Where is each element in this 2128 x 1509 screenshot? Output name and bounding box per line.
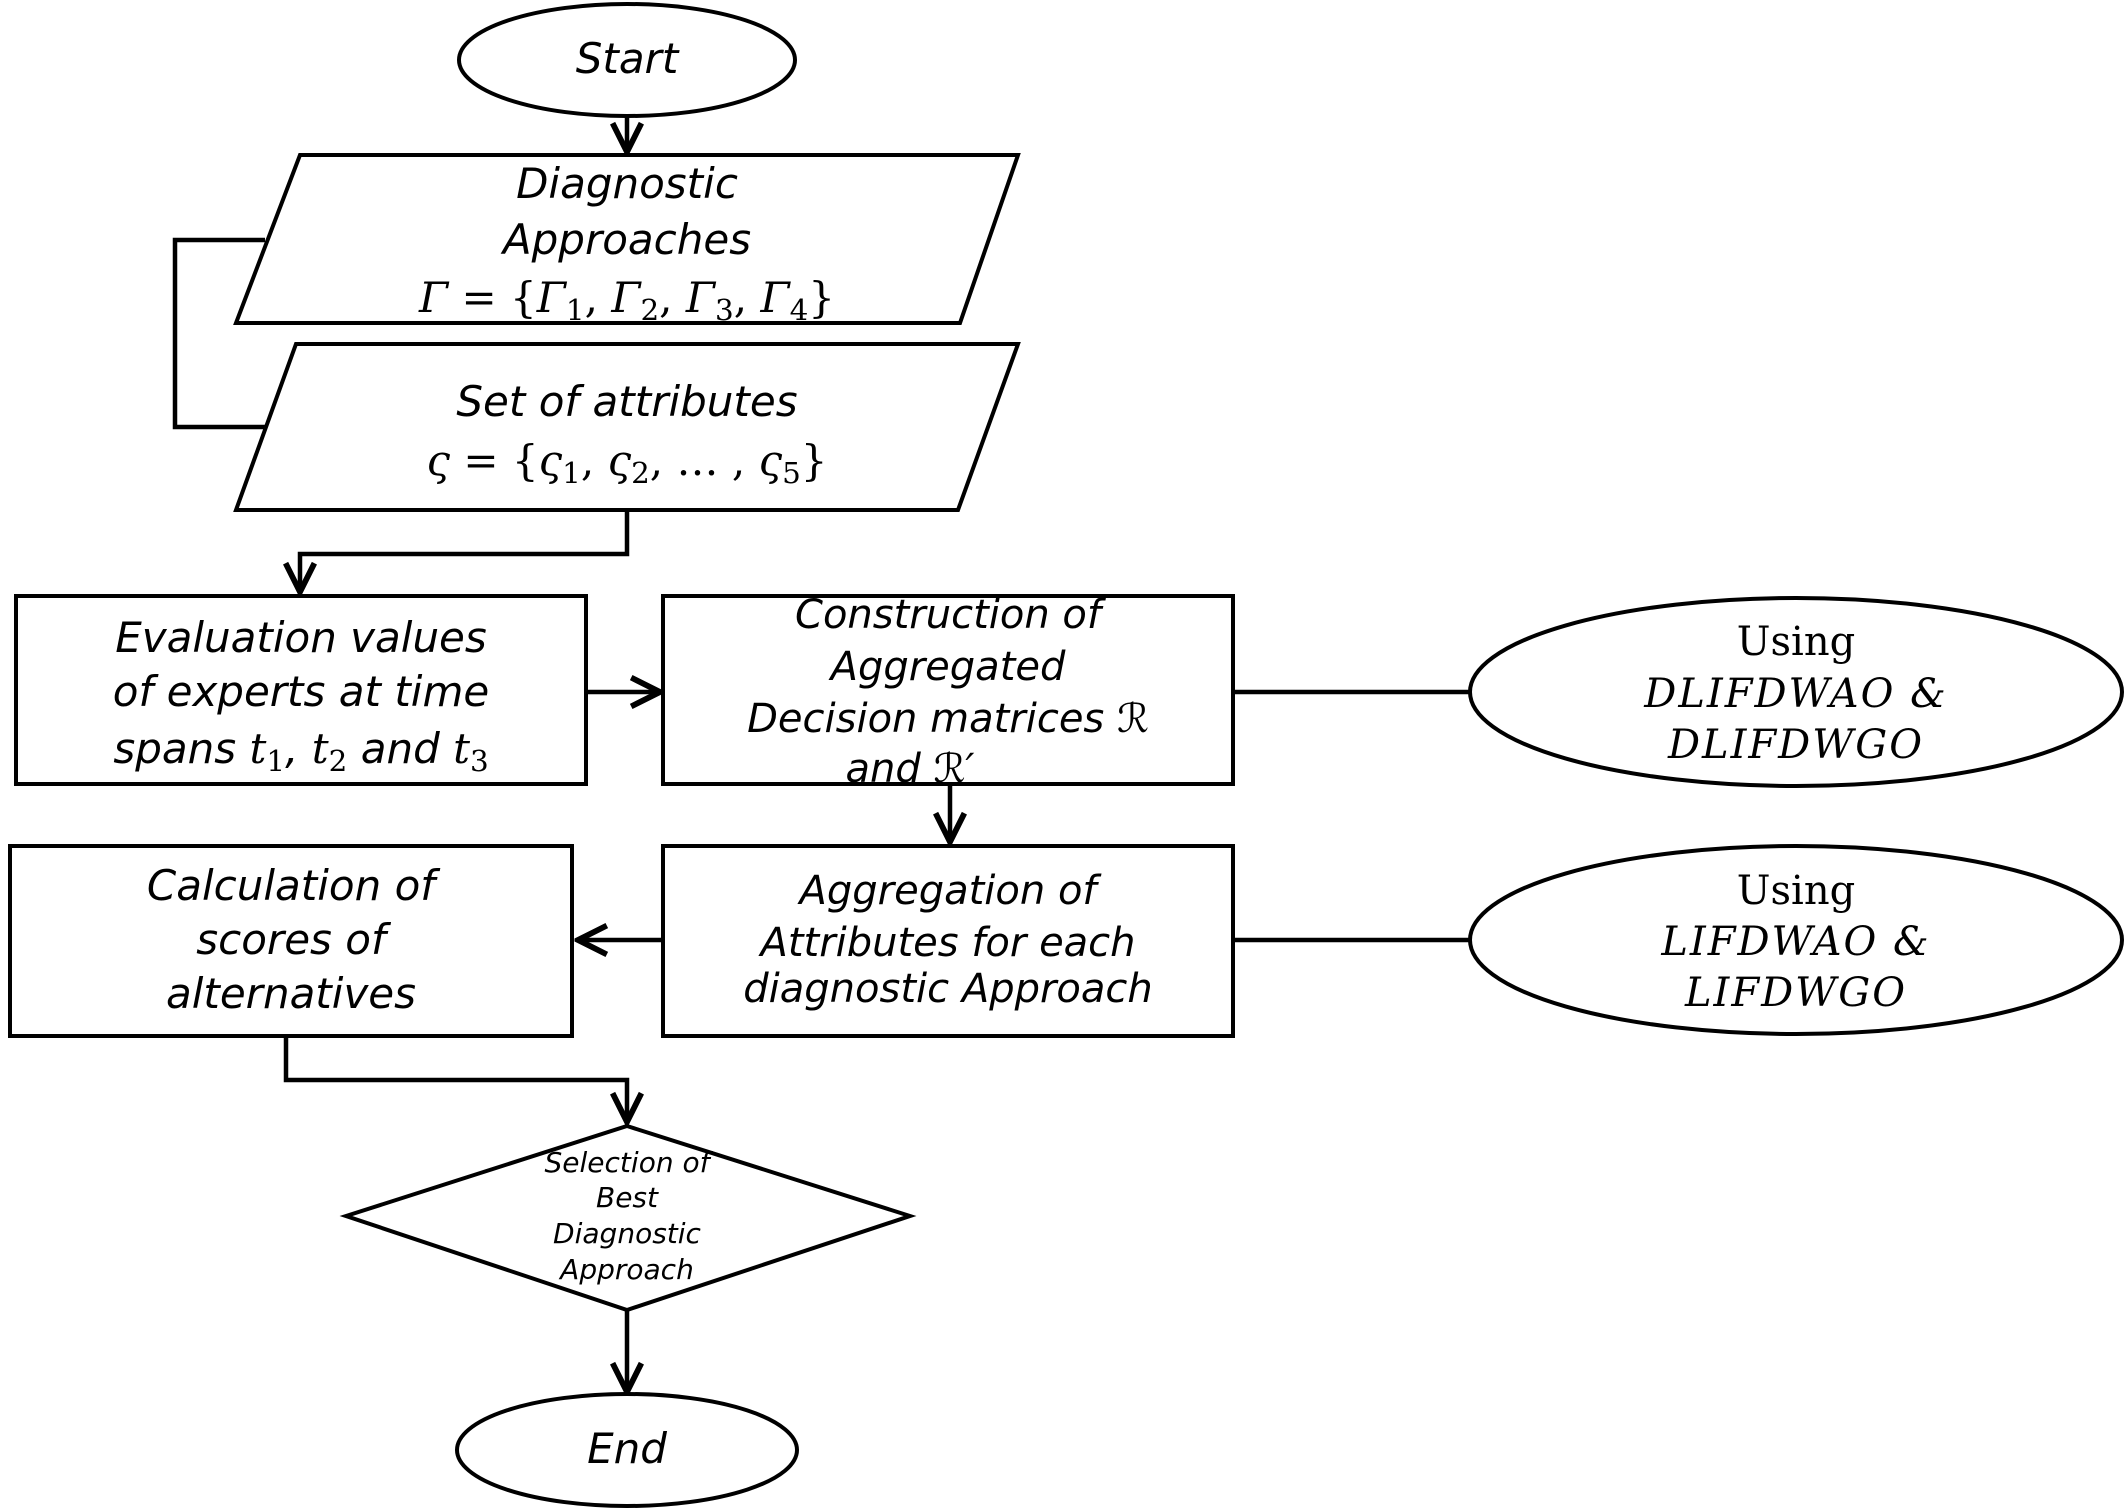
set-of-attributes-node: Set of attributes ς = {ς1, ς2, … , ς5}	[233, 342, 1021, 512]
calculation-line1: Calculation of	[147, 861, 441, 910]
evaluation-values-node: Evaluation values of experts at time spa…	[14, 594, 588, 786]
using2-line2: LIFDWAO &	[1660, 919, 1930, 965]
evaluation-line2: of experts at time	[113, 667, 489, 716]
evaluation-line3: spans t1, t2 and t3	[113, 724, 488, 778]
attributes-line1: Set of attributes	[456, 377, 797, 426]
construction-line4: and ℛ′	[846, 746, 975, 792]
aggregation-line1: Aggregation of	[797, 868, 1103, 914]
using1-line1: Using	[1737, 619, 1855, 665]
edge-calculation-to-selection	[283, 1038, 627, 1122]
aggregation-node: Aggregation of Attributes for each diagn…	[661, 844, 1235, 1038]
edge-approaches-attributes-bracket	[172, 237, 265, 430]
approaches-set-formula: Γ = {Γ1, Γ2, Γ3, Γ4}	[418, 273, 835, 327]
attributes-set-formula: ς = {ς1, ς2, … , ς5}	[426, 436, 827, 490]
construction-line3: Decision matrices ℛ	[747, 696, 1149, 742]
using2-line3: LIFDWGO	[1684, 970, 1907, 1016]
selection-decision-node: Selection of Best Diagnostic Approach	[339, 1123, 917, 1313]
using-dlifd-node: Using DLIFDWAO & DLIFDWGO	[1468, 596, 2124, 788]
diagnostic-approaches-node: Diagnostic Approaches Γ = {Γ1, Γ2, Γ3, Γ…	[233, 153, 1021, 327]
using-lifd-node: Using LIFDWAO & LIFDWGO	[1468, 844, 2124, 1036]
end-label: End	[587, 1424, 667, 1473]
selection-line1: Selection of	[545, 1146, 714, 1179]
selection-line2: Best	[596, 1181, 659, 1214]
edges	[172, 116, 1470, 1392]
selection-line4: Approach	[558, 1253, 694, 1286]
end-node: End	[455, 1392, 799, 1508]
start-node: Start	[457, 2, 797, 118]
approaches-line2: Approaches	[500, 215, 751, 264]
using1-line3: DLIFDWGO	[1667, 722, 1924, 768]
calculation-line3: alternatives	[166, 969, 416, 1018]
construction-node: Construction of Aggregated Decision matr…	[661, 592, 1235, 792]
evaluation-line1: Evaluation values	[115, 613, 487, 662]
using1-line2: DLIFDWAO &	[1643, 671, 1947, 717]
aggregation-line3: diagnostic Approach	[743, 966, 1153, 1012]
calculation-node: Calculation of scores of alternatives	[8, 844, 574, 1038]
construction-line2: Aggregated	[828, 644, 1066, 690]
start-label: Start	[576, 34, 680, 83]
aggregation-line2: Attributes for each	[757, 920, 1135, 966]
construction-line1: Construction of	[795, 592, 1107, 638]
approaches-line1: Diagnostic	[516, 159, 738, 208]
using2-line1: Using	[1737, 868, 1855, 914]
selection-line3: Diagnostic	[553, 1217, 701, 1250]
calculation-line2: scores of	[196, 915, 392, 964]
edge-attributes-to-evaluation	[300, 510, 630, 592]
